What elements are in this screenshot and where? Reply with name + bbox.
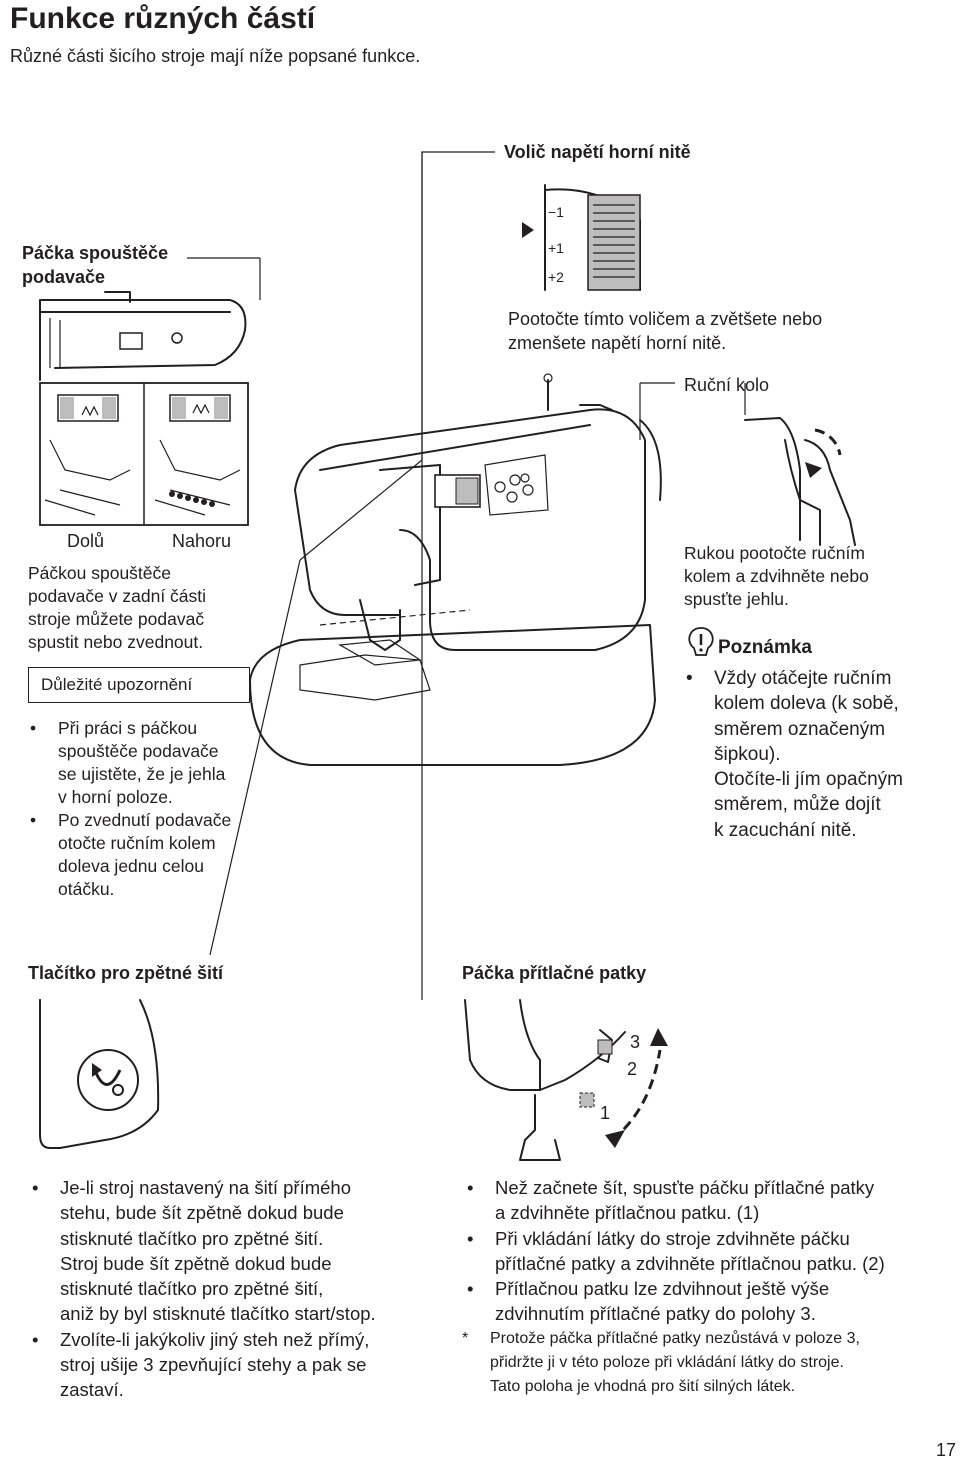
- important-notice-line: doleva jednu celou: [58, 856, 204, 876]
- note-item: Vždy otáčejte ručním kolem doleva (k sob…: [684, 666, 954, 843]
- feed-dog-detail-box: [39, 382, 249, 526]
- presser-foot-lever-illustration: [464, 999, 668, 1161]
- important-notice-line: otáčku.: [58, 879, 115, 899]
- presser-foot-star-line: přidržte ji v této poloze při vkládání l…: [490, 1354, 844, 1371]
- tension-dial-description-line2: zmenšete napětí horní nitě.: [508, 333, 727, 353]
- presser-foot-position-2: 2: [627, 1059, 638, 1079]
- presser-foot-item: Než začnete šít, spusťte páčku přítlačné…: [465, 1175, 955, 1226]
- note-line: směrem označeným: [714, 718, 886, 740]
- feed-dog-lever-label-line1: Páčka spouštěče: [22, 243, 169, 263]
- note-icon: [684, 625, 718, 664]
- note-line: Otočíte-li jím opačným: [714, 769, 903, 791]
- presser-foot-line: Při vkládání látky do stroje zdvihněte p…: [495, 1227, 850, 1249]
- feed-dog-description-line: spustit nebo zvednout.: [28, 632, 204, 652]
- tension-dial-label: Volič napětí horní nitě: [504, 142, 691, 162]
- presser-foot-list: Než začnete šít, spusťte páčku přítlačné…: [465, 1175, 955, 1327]
- tension-dial-illustration: [522, 184, 641, 291]
- handwheel-description-line: spusťte jehlu.: [684, 589, 789, 609]
- important-notice-list: Při práci s páčkou spouštěče podavače se…: [28, 717, 288, 901]
- handwheel-description-line: Rukou pootočte ručním: [684, 543, 865, 563]
- reverse-button-line: Stroj bude šít zpětně dokud bude: [60, 1252, 332, 1274]
- sewing-machine-illustration: [249, 373, 662, 766]
- page-title: Funkce různých částí: [10, 2, 316, 35]
- feed-dog-lever-illustration: [39, 291, 247, 381]
- reverse-button-line: stehu, bude šít zpětně dokud bude: [60, 1202, 344, 1224]
- presser-foot-star-note: Protože páčka přítlačné patky nezůstává …: [460, 1327, 955, 1399]
- reverse-button-list: Je-li stroj nastavený na šití přímého st…: [30, 1175, 450, 1403]
- note-icon-graphic: [688, 627, 714, 656]
- presser-foot-line: Než začnete šít, spusťte páčku přítlačné…: [495, 1177, 875, 1198]
- feed-dog-description-line: Páčkou spouštěče: [28, 563, 172, 583]
- important-notice-line: spouštěče podavače: [58, 741, 219, 761]
- dial-label-plus1: +1: [548, 240, 564, 256]
- important-notice-item: Při práci s páčkou spouštěče podavače se…: [28, 717, 288, 809]
- presser-foot-line: zdvihnutím přítlačné patky do polohy 3.: [495, 1303, 816, 1325]
- important-notice-line: se ujistěte, že je jehla: [58, 764, 226, 784]
- presser-foot-lever-title: Páčka přítlačné patky: [462, 963, 647, 983]
- feed-dog-description-line: stroje můžete podavač: [28, 609, 205, 629]
- feed-dog-up-label: Nahoru: [172, 531, 232, 551]
- presser-foot-star-item: Protože páčka přítlačné patky nezůstává …: [460, 1327, 955, 1399]
- presser-foot-item: Při vkládání látky do stroje zdvihněte p…: [465, 1226, 955, 1277]
- tension-dial-description: Pootočte tímto voličem a zvětšete nebo z…: [508, 307, 822, 355]
- feed-dog-down-label: Dolů: [67, 531, 105, 551]
- reverse-button-line: stisknuté tlačítko pro zpětné šití,: [60, 1278, 324, 1300]
- presser-foot-item: Přítlačnou patku lze zdvihnout ještě výš…: [465, 1276, 955, 1327]
- reverse-button-item: Zvolíte-li jakýkoliv jiný steh než přímý…: [30, 1327, 450, 1403]
- important-notice-line: Po zvednutí podavače: [58, 810, 232, 830]
- reverse-button-line: Zvolíte-li jakýkoliv jiný steh než přímý…: [60, 1328, 370, 1350]
- reverse-button-line: aniž by byl stisknuté tlačítko start/sto…: [60, 1303, 376, 1325]
- reverse-button-illustration: [39, 999, 160, 1149]
- important-notice-line: Při práci s páčkou: [58, 718, 198, 738]
- presser-foot-star-line: Tato poloha je vhodná pro šití silných l…: [490, 1378, 796, 1395]
- presser-foot-position-1: 1: [600, 1103, 611, 1123]
- note-line: kolem doleva (k sobě,: [714, 693, 899, 715]
- feed-dog-description: Páčkou spouštěče podavače v zadní části …: [28, 562, 206, 654]
- reverse-button-line: zastaví.: [60, 1379, 124, 1401]
- note-line: k zacuchání nitě.: [714, 819, 857, 841]
- handwheel-label: Ruční kolo: [684, 375, 770, 395]
- important-notice-item: Po zvednutí podavače otočte ručním kolem…: [28, 809, 288, 901]
- tension-dial-description-line1: Pootočte tímto voličem a zvětšete nebo: [508, 309, 823, 329]
- note-line: šipkou).: [714, 743, 781, 765]
- presser-foot-line: Přítlačnou patku lze zdvihnout ještě výš…: [495, 1278, 830, 1300]
- reverse-button-line: Je-li stroj nastavený na šití přímého: [60, 1177, 351, 1198]
- feed-dog-description-line: podavače v zadní části: [28, 586, 207, 606]
- reverse-button-title: Tlačítko pro zpětné šití: [28, 963, 224, 983]
- presser-foot-position-3: 3: [630, 1032, 641, 1052]
- note-line: směrem, může dojít: [714, 794, 881, 816]
- handwheel-description: Rukou pootočte ručním kolem a zdvihněte …: [684, 542, 869, 611]
- important-notice-label: Důležité upozornění: [28, 667, 250, 703]
- handwheel-description-line: kolem a zdvihněte nebo: [684, 566, 869, 586]
- feed-dog-lever-label: Páčka spouštěče podavače: [22, 241, 168, 289]
- page-number: 17: [936, 1440, 957, 1460]
- handwheel-illustration: [744, 417, 856, 546]
- reverse-button-line: stisknuté tlačítko pro zpětné šití.: [60, 1227, 324, 1249]
- important-notice-line: otočte ručním kolem: [58, 833, 216, 853]
- reverse-button-line: stroj ušije 3 zpevňující stehy a pak se: [60, 1354, 367, 1376]
- note-title: Poznámka: [718, 637, 812, 658]
- presser-foot-line: přítlačné patky a zdvihněte přítlačnou p…: [495, 1252, 885, 1274]
- note-line: Vždy otáčejte ručním: [714, 668, 892, 689]
- feed-dog-lever-label-line2: podavače: [22, 267, 106, 287]
- dial-label-minus1: −1: [548, 204, 564, 220]
- important-notice-line: v horní poloze.: [58, 787, 173, 807]
- presser-foot-line: a zdvihněte přítlačnou patku. (1): [495, 1202, 760, 1224]
- dial-label-plus2: +2: [548, 269, 564, 285]
- presser-foot-star-line: Protože páčka přítlačné patky nezůstává …: [490, 1330, 860, 1347]
- note-list: Vždy otáčejte ručním kolem doleva (k sob…: [684, 666, 954, 843]
- page-subtitle: Různé části šicího stroje mají níže pops…: [10, 46, 421, 66]
- reverse-button-item: Je-li stroj nastavený na šití přímého st…: [30, 1175, 450, 1327]
